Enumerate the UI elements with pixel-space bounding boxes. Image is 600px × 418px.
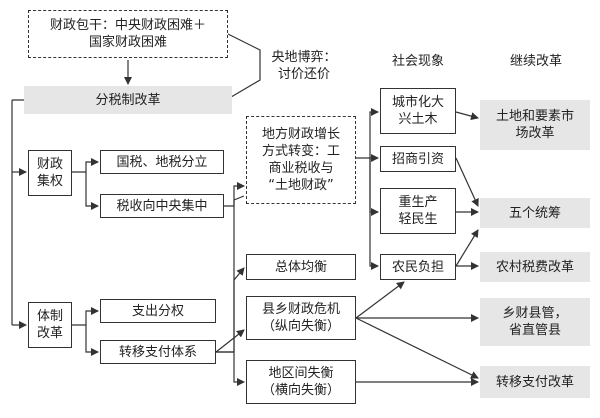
land-reform-box: 土地和要素市 场改革 (480, 100, 590, 150)
overall-balance-box: 总体均衡 (246, 254, 356, 280)
county-crisis-box: 县乡财政危机 （纵向失衡） (246, 296, 356, 340)
urbanization-box: 城市化大 兴土木 (380, 88, 456, 134)
production-box: 重生产 轻民生 (380, 188, 456, 234)
revenue-central-box: 税收向中央集中 (100, 194, 224, 218)
central-local-game: 央地博弈： 讨价还价 (271, 50, 337, 82)
header-social: 社会现象 (391, 54, 444, 69)
system-reform: 体制 改革 (28, 302, 72, 348)
fiscal-contract-box: 财政包干：中央财政困难＋ 国家财政困难 (28, 10, 228, 58)
header-continue: 继续改革 (509, 54, 562, 69)
fiscal-centralization: 财政 集权 (28, 150, 72, 196)
rural-tax-box: 农村税费改革 (480, 252, 590, 282)
five-coord-box: 五个统筹 (480, 198, 590, 228)
regional-imbalance-box: 地区间失衡 （横向失衡） (246, 360, 356, 404)
county-mgmt-box: 乡财县管， 省直管县 (480, 298, 590, 346)
investment-box: 招商引资 (380, 146, 456, 172)
tax-sharing-reform: 分税制改革 (24, 86, 232, 114)
transfer-reform-box: 转移支付改革 (480, 366, 590, 398)
farmer-burden-box: 农民负担 (380, 254, 456, 280)
tax-split-box: 国税、地税分立 (100, 150, 224, 174)
local-growth-box: 地方财政增长 方式转变：工 商业税收与 “土地财政” (246, 116, 356, 204)
expenditure-box: 支出分权 (100, 299, 216, 323)
transfer-system-box: 转移支付体系 (100, 340, 216, 364)
